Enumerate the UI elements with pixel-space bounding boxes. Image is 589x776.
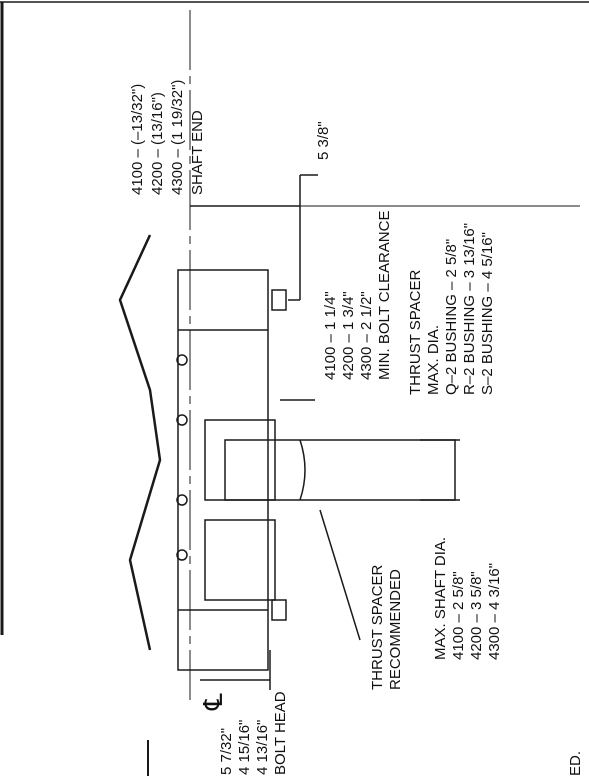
bolt-head-dimension: BOLT HEAD 4 13/16" 4 15/16" 5 7/32": [218, 691, 289, 775]
centerline-marker: ℄: [198, 693, 228, 711]
max-shaft-line-1: MAX. SHAFT DIA.: [432, 537, 449, 660]
thrust-spacer-rec-line-1: THRUST SPACER: [369, 565, 386, 690]
shaft-end-dimension: 4100 – (–13/32") 4200 – (13/16") 4300 – …: [129, 80, 206, 195]
bolt-head-line-1: BOLT HEAD: [272, 691, 289, 775]
edge-fragment: ED.: [567, 751, 584, 776]
edge-text: ED.: [567, 751, 584, 776]
thrust-spacer-dia-line-3: Q–2 BUSHING – 2 5/8": [443, 239, 460, 395]
bolt-2: [176, 414, 188, 426]
bolt-clearance-dimension: 4100 – 1 1/4" 4200 – 1 3/4" 4300 – 2 1/2…: [322, 211, 393, 380]
bolt-1: [176, 354, 188, 366]
bolt-head-lower: [271, 599, 287, 621]
dimension-5-3-8: 5 3/8": [315, 121, 332, 160]
thrust-spacer-dia-line-1: THRUST SPACER: [407, 270, 424, 395]
hub-disc-outline: [118, 234, 162, 651]
shaft-end-line-2: 4200 – (13/16"): [149, 92, 166, 195]
shaft-end-line-3: 4300 – (1 19/32"): [169, 80, 186, 195]
max-shaft-line-3: 4200 – 3 5/8": [468, 571, 485, 660]
bolt-clearance-line-3: 4300 – 2 1/2": [358, 291, 375, 380]
bolt-3: [176, 494, 188, 506]
shaft-end-line-4: SHAFT END: [189, 110, 206, 195]
bolt-4: [176, 549, 188, 561]
bolt-clearance-line-2: 4200 – 1 3/4": [340, 291, 357, 380]
bolt-head-line-2: 4 13/16": [254, 720, 271, 775]
thrust-spacer-dia-line-2: MAX. DIA.: [425, 325, 442, 395]
max-shaft-dia: MAX. SHAFT DIA. 4100 – 2 5/8" 4200 – 3 5…: [432, 537, 503, 660]
max-shaft-line-4: 4300 – 4 3/16": [486, 563, 503, 660]
bushing-upper: [204, 419, 276, 501]
bolt-head-line-3: 4 15/16": [236, 720, 253, 775]
bolt-head-upper: [271, 289, 287, 311]
thrust-spacer-recommended: THRUST SPACER RECOMMENDED: [369, 565, 404, 690]
bolt-clearance-line-1: 4100 – 1 1/4": [322, 291, 339, 380]
bolt-clearance-line-4: MIN. BOLT CLEARANCE: [376, 211, 393, 380]
max-shaft-line-2: 4100 – 2 5/8": [450, 571, 467, 660]
shaft-end-line-1: 4100 – (–13/32"): [129, 84, 146, 195]
shaft: [224, 439, 456, 501]
thrust-spacer-dia-line-5: S–2 BUSHING – 4 5/16": [479, 232, 496, 395]
centerline-symbol-icon: ℄: [198, 693, 228, 711]
thrust-spacer-max-dia: THRUST SPACER MAX. DIA. Q–2 BUSHING – 2 …: [407, 223, 496, 395]
thrust-spacer-rec-line-2: RECOMMENDED: [387, 569, 404, 690]
shaft-break-line: [299, 439, 306, 501]
thrust-spacer-dia-line-4: R–2 BUSHING – 3 13/16": [461, 223, 478, 395]
thrust-spacer-leader: [319, 509, 361, 641]
bolt-head-line-4: 5 7/32": [218, 728, 235, 775]
bushing-lower: [204, 519, 276, 601]
dim-5-3-8-text: 5 3/8": [315, 121, 332, 160]
pulley-frame: [177, 269, 269, 671]
